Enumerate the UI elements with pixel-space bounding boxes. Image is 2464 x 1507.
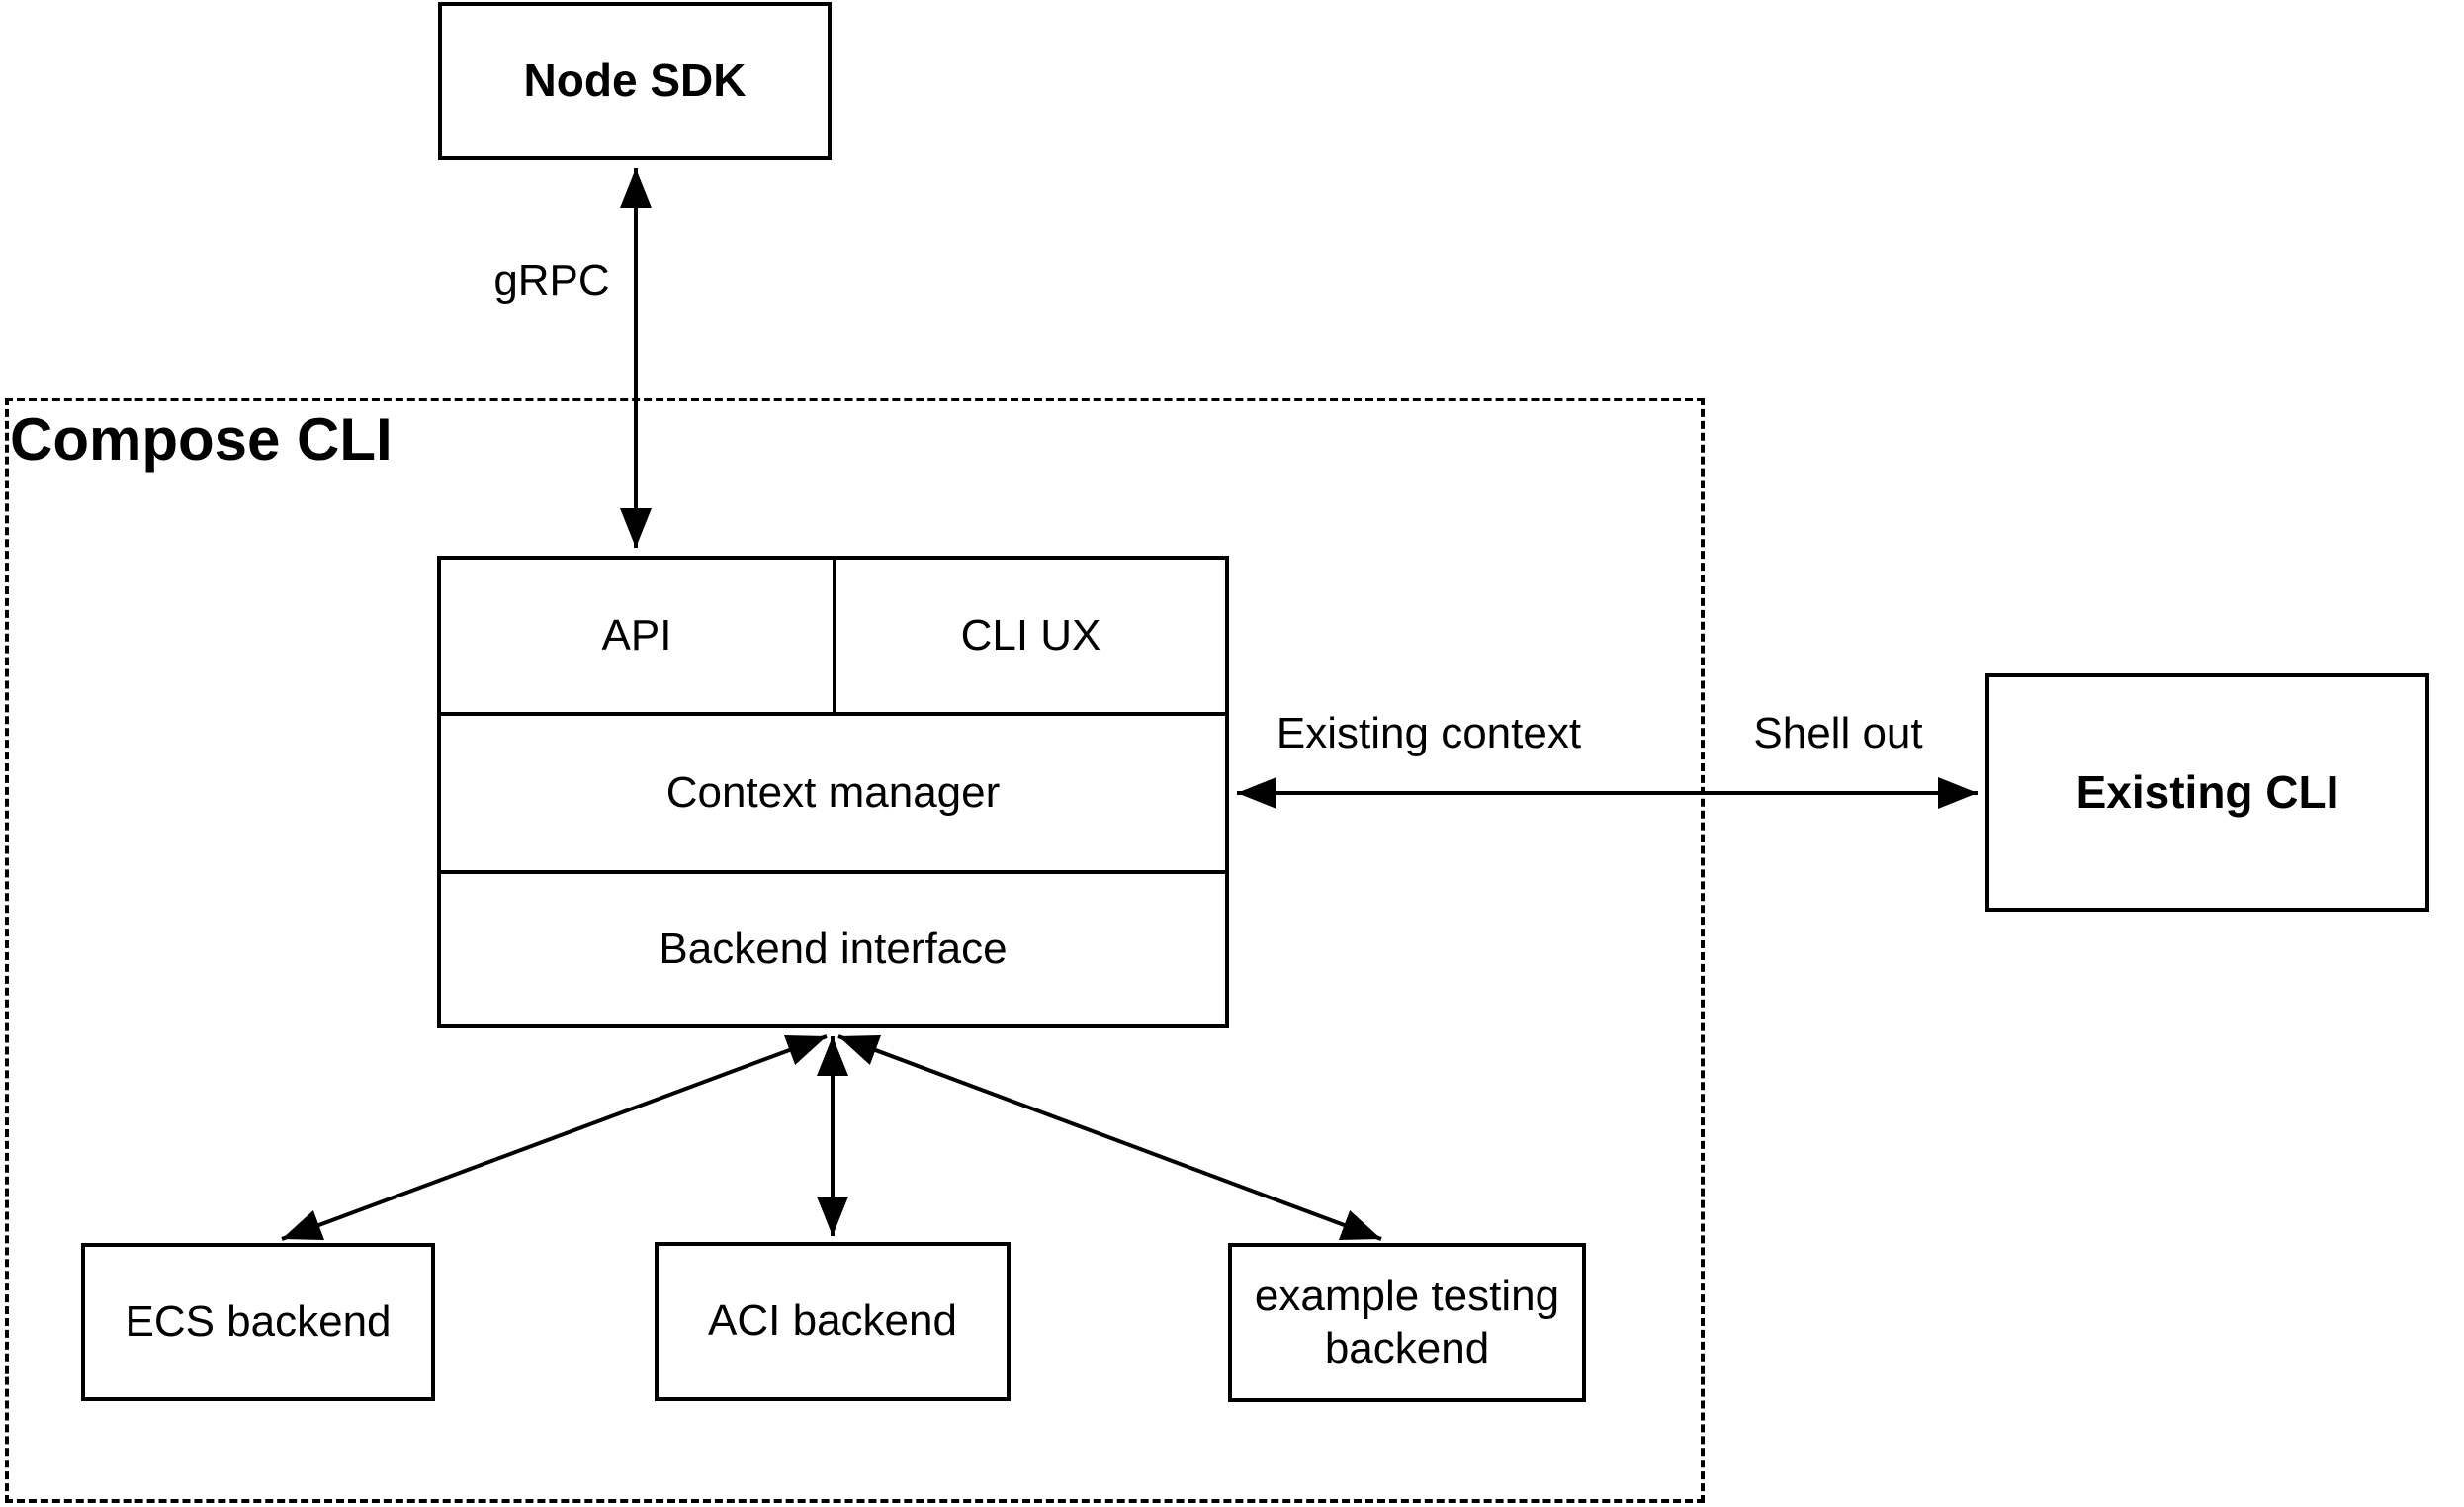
cli-ux-label: CLI UX <box>960 611 1101 660</box>
node-sdk-label: Node SDK <box>523 54 747 107</box>
context-manager-label: Context manager <box>665 768 1001 817</box>
backend-interface-cell: Backend interface <box>441 874 1225 1024</box>
context-manager-cell: Context manager <box>441 716 1225 874</box>
backend-interface-label: Backend interface <box>659 925 1008 973</box>
aci-backend-label: ACI backend <box>708 1296 957 1346</box>
aci-backend-box: ACI backend <box>655 1242 1011 1401</box>
ecs-backend-box: ECS backend <box>81 1243 435 1401</box>
node-sdk-box: Node SDK <box>438 2 832 160</box>
example-testing-backend-label: example testing backend <box>1254 1271 1560 1373</box>
cli-ux-cell: CLI UX <box>836 560 1225 716</box>
api-label: API <box>601 611 672 660</box>
example-testing-backend-box: example testing backend <box>1228 1243 1586 1402</box>
grpc-edge-label: gRPC <box>493 256 610 305</box>
existing-cli-label: Existing CLI <box>2075 765 2339 818</box>
existing-context-edge-label: Existing context <box>1276 709 1582 757</box>
compose-cli-container <box>5 398 1705 1503</box>
existing-cli-box: Existing CLI <box>1985 673 2429 912</box>
ecs-backend-label: ECS backend <box>125 1296 392 1346</box>
compose-cli-container-title: Compose CLI <box>10 406 393 473</box>
compose-cli-core-box: API CLI UX Context manager Backend inter… <box>437 556 1229 1028</box>
shell-out-edge-label: Shell out <box>1753 709 1923 757</box>
api-cell: API <box>441 560 836 716</box>
